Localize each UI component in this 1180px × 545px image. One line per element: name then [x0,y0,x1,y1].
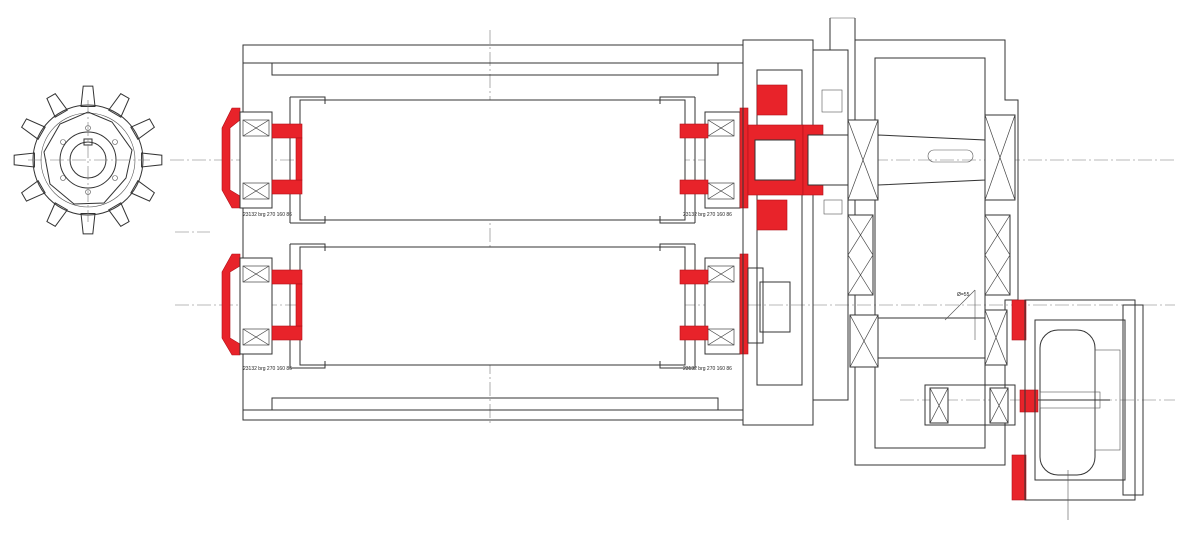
bearing-bottom-right: 23132 brg 270 160 86 [679,253,749,372]
sprocket-tooth [130,179,156,202]
bearing-top-right: 23132 brg 270 160 86 [679,107,749,218]
reducer-housing: Ø=55 [847,39,1019,466]
bolt-hole-3 [60,175,66,181]
sprocket-tooth [20,118,46,141]
bearing-label-top-left: 23132 brg 270 160 86 [243,212,292,218]
sprocket-tooth [130,118,156,141]
bearing-label-bottom-left: 23132 brg 270 160 86 [243,366,292,372]
sprocket-tooth [80,213,96,235]
sprocket-tooth [107,202,130,228]
sprocket-inner-star [43,111,133,205]
bolt-hole-4 [112,175,118,181]
bolt-hole-1 [60,139,66,145]
sprocket-tooth [107,92,130,118]
bolt-hole-2 [112,139,118,145]
bearing-bottom-left: 23132 brg 270 160 86 [221,253,303,372]
bearing-label-bottom-right: 23132 brg 270 160 86 [683,366,732,372]
lower-roll [289,243,696,369]
sprocket-tooth [46,202,69,228]
sprocket-tooth [20,179,46,202]
bearing-label-top-right: 23132 brg 270 160 86 [683,212,732,218]
gear-case [742,17,856,426]
sprocket-teeth [13,85,163,235]
bearing-top-left: 23132 brg 270 160 86 [221,107,303,218]
sprocket-tooth [13,152,35,168]
sprocket-tooth [80,85,96,107]
sprocket-end-view [13,85,163,235]
sprocket-tooth [46,92,69,118]
motor-coupling [1011,299,1144,520]
sprocket-tooth [141,152,163,168]
dimension-callout: Ø=55 [957,292,970,298]
upper-roll [289,96,696,224]
